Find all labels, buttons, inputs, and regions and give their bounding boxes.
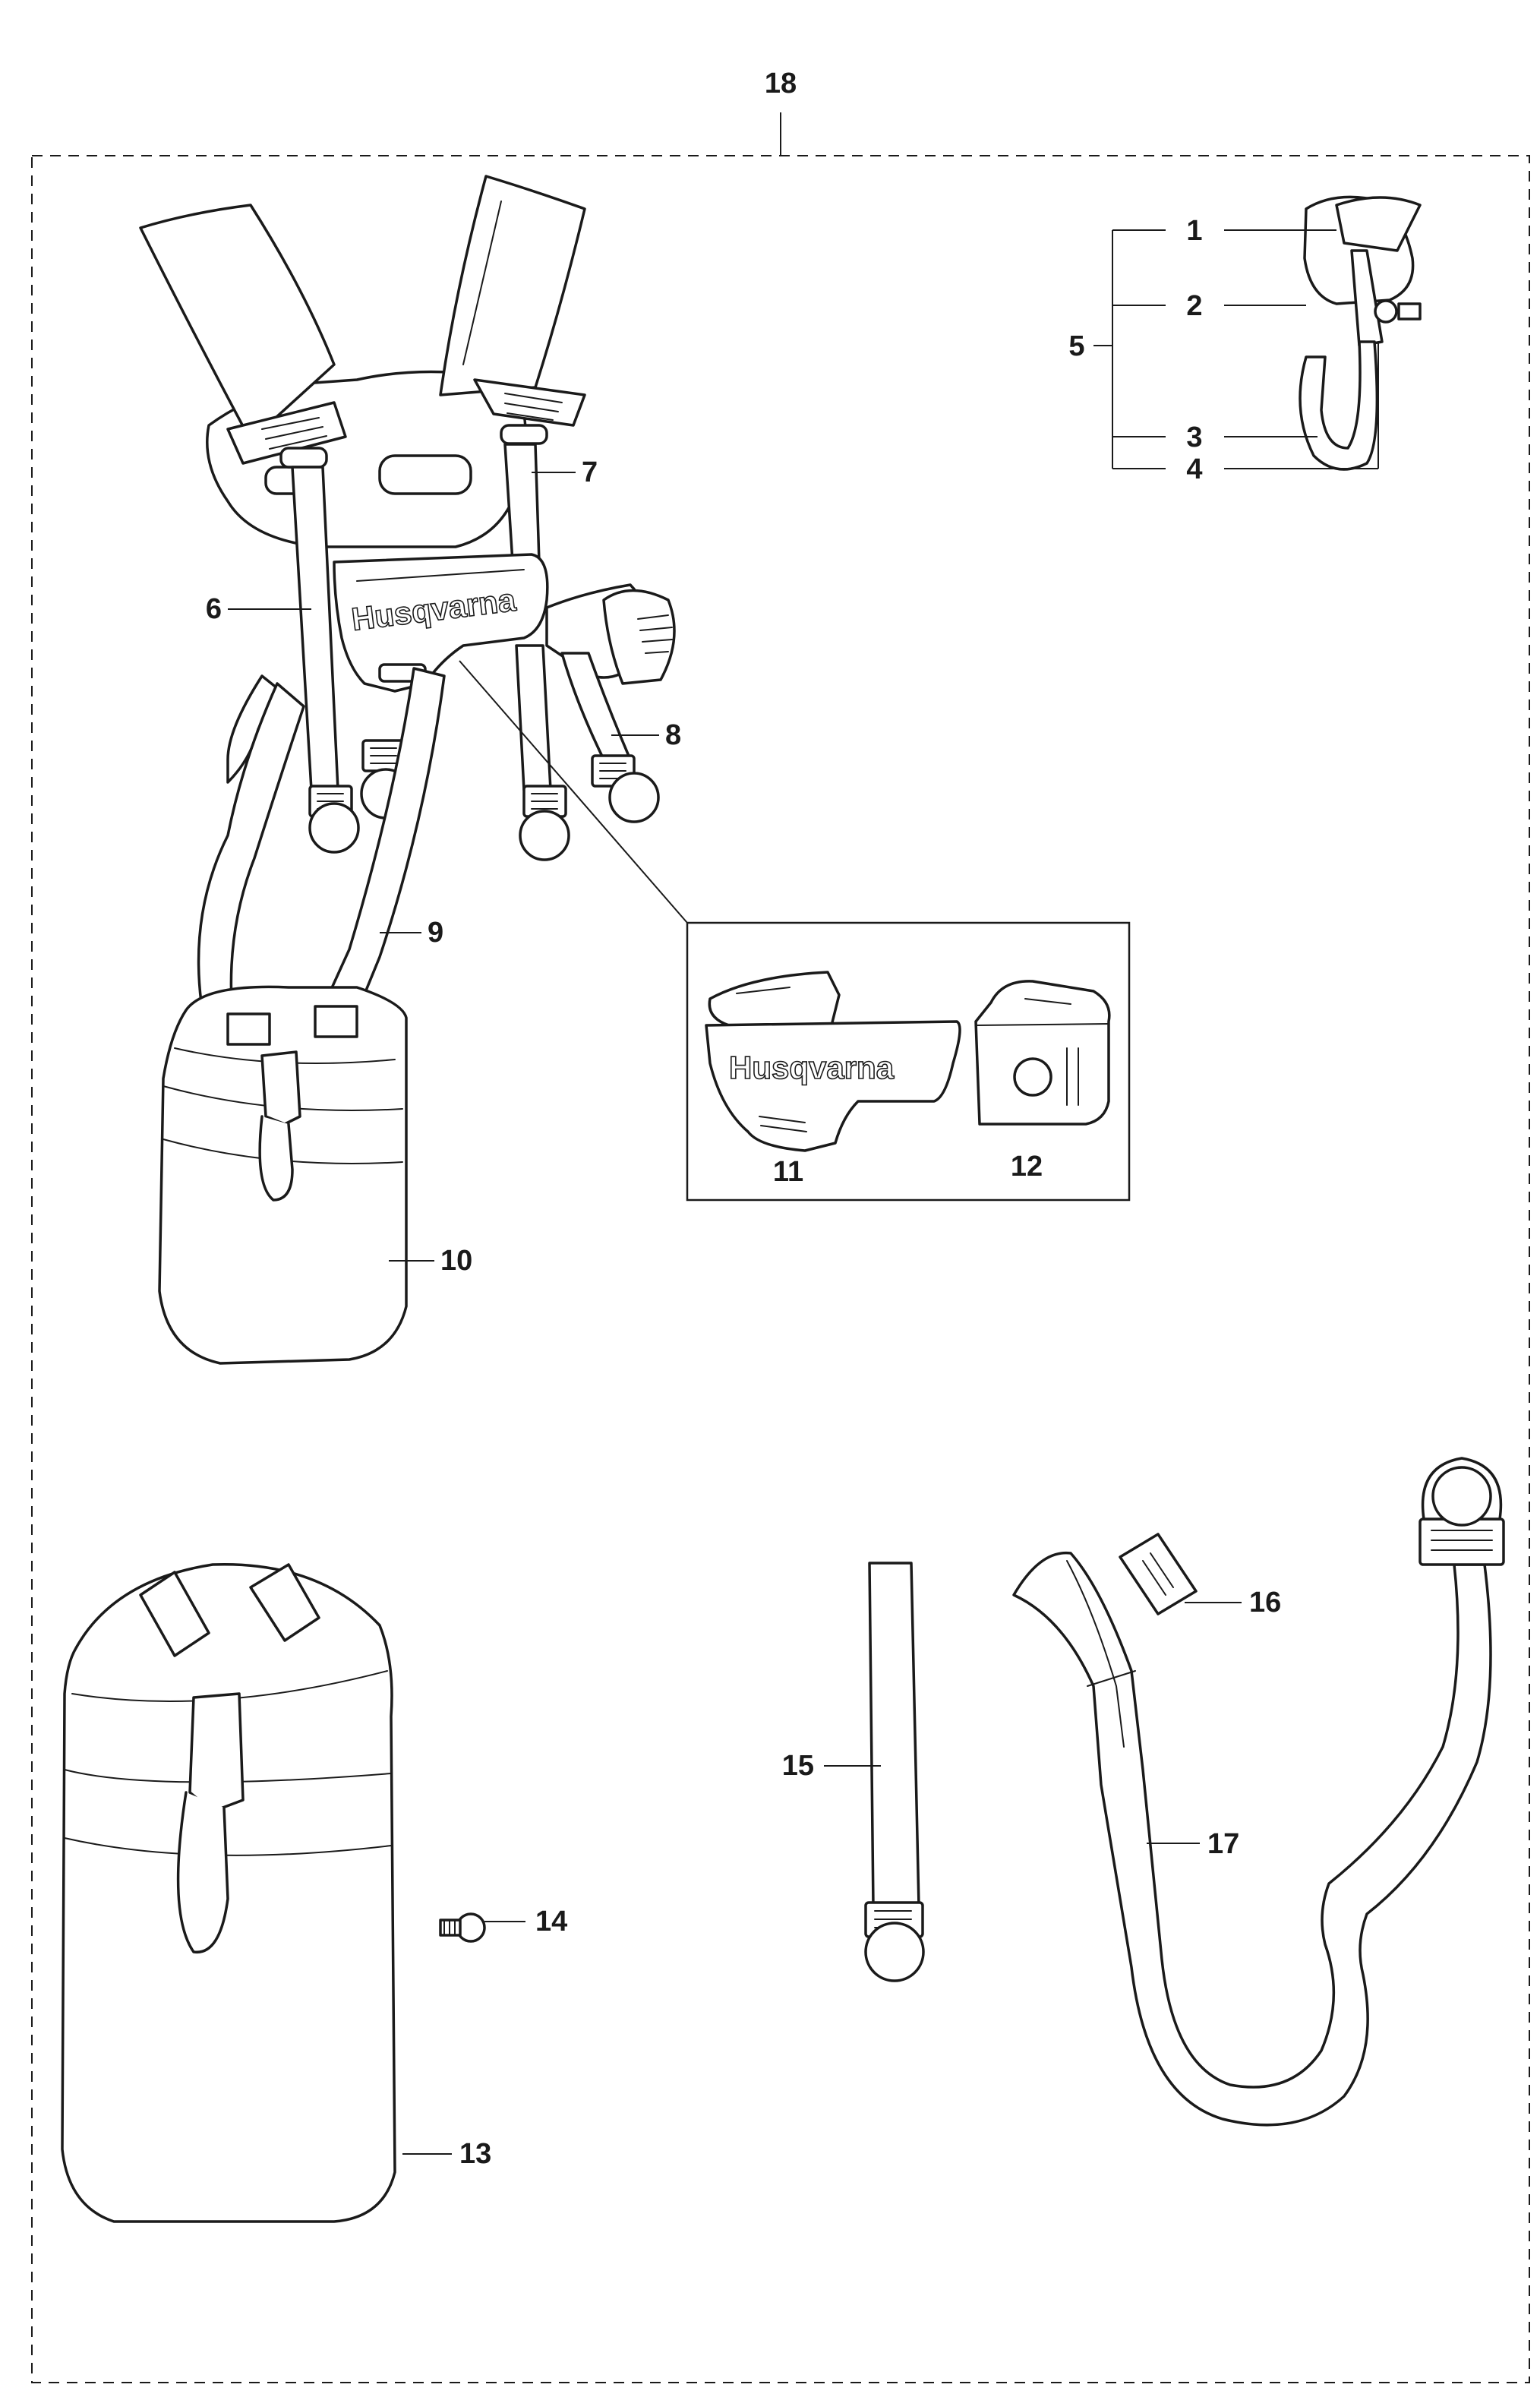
spare-bag-drawing (61, 1562, 396, 2223)
callout-16: 16 (1249, 1587, 1281, 1619)
inset-pad-logo: Husqvarna (729, 1050, 895, 1085)
callout-17: 17 (1207, 1828, 1239, 1860)
callout-10: 10 (440, 1245, 472, 1277)
detail-inset: Husqvarna (686, 921, 1131, 1202)
callout-3: 3 (1186, 422, 1202, 453)
callout-11: 11 (773, 1156, 803, 1188)
belt-strap-drawing (1012, 1457, 1505, 2127)
callout-15: 15 (782, 1750, 814, 1782)
buckle-drawing (1119, 1533, 1198, 1615)
callout-12: 12 (1011, 1151, 1043, 1183)
callout-18: 18 (765, 68, 797, 99)
harness-drawing: Husqvarna (139, 175, 676, 1365)
callout-9: 9 (428, 917, 443, 949)
callout-5: 5 (1068, 330, 1084, 362)
harness-leaders (228, 472, 688, 1262)
callout-14: 14 (535, 1906, 567, 1937)
hook-assembly-leaders (1093, 229, 1379, 469)
callout-6: 6 (206, 593, 222, 625)
callout-7: 7 (582, 456, 598, 488)
assembly-boundary: 18 (31, 68, 1530, 2383)
hook-assembly-drawing (1299, 195, 1422, 471)
strap-drawing (864, 1562, 925, 1982)
callout-4: 4 (1186, 453, 1202, 485)
callout-8: 8 (665, 719, 681, 751)
callout-1: 1 (1186, 215, 1202, 247)
callout-2: 2 (1186, 290, 1202, 322)
callout-13: 13 (459, 2138, 491, 2170)
screw-drawing (439, 1912, 486, 1943)
